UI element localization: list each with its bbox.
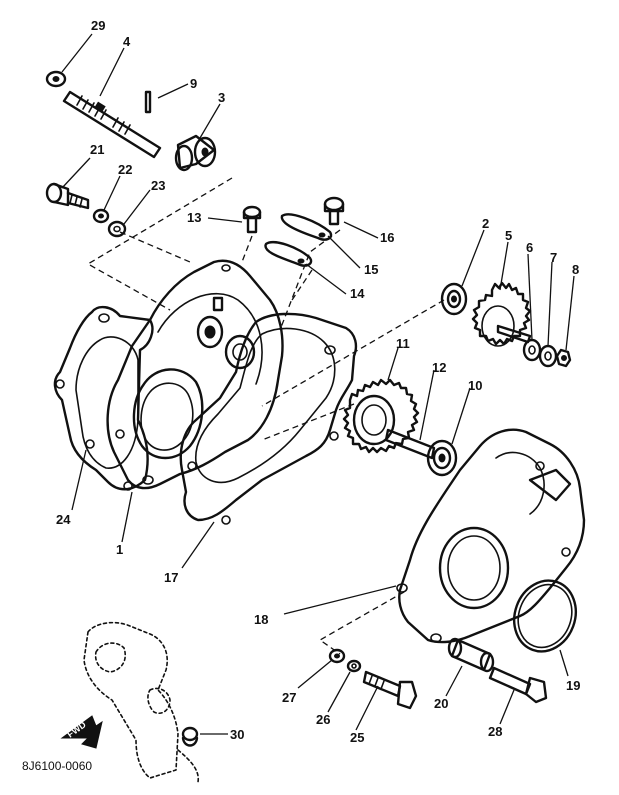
washer-22 bbox=[92, 208, 110, 224]
bearing-2 bbox=[440, 282, 468, 316]
callout-18: 18 bbox=[254, 612, 268, 627]
callout-17: 17 bbox=[164, 570, 178, 585]
bearing-10 bbox=[426, 439, 458, 477]
callout-25: 25 bbox=[350, 730, 364, 745]
engine-outline bbox=[83, 621, 200, 783]
bolt-28 bbox=[488, 666, 548, 704]
o-ring-19 bbox=[513, 579, 577, 653]
callout-6: 6 bbox=[526, 240, 533, 255]
washer-6 bbox=[522, 338, 542, 362]
callout-16: 16 bbox=[380, 230, 394, 245]
collar-20 bbox=[447, 637, 495, 673]
washer-7 bbox=[538, 344, 558, 368]
gear-11 bbox=[342, 378, 420, 454]
callout-28: 28 bbox=[488, 724, 502, 739]
callout-15: 15 bbox=[364, 262, 378, 277]
washer-27 bbox=[328, 648, 346, 664]
callout-29: 29 bbox=[91, 18, 105, 33]
plate-14 bbox=[264, 241, 313, 267]
callout-7: 7 bbox=[550, 250, 557, 265]
bolt-25 bbox=[362, 670, 418, 710]
callout-2: 2 bbox=[482, 216, 489, 231]
callout-9: 9 bbox=[190, 76, 197, 91]
collar-3 bbox=[174, 134, 217, 172]
gear-5 bbox=[471, 281, 532, 347]
nut-8 bbox=[555, 348, 572, 368]
drawing-code: 8J6100-0060 bbox=[22, 759, 92, 773]
gasket-17 bbox=[179, 312, 358, 525]
callout-27: 27 bbox=[282, 690, 296, 705]
callout-19: 19 bbox=[566, 678, 580, 693]
callout-1: 1 bbox=[116, 542, 123, 557]
callout-5: 5 bbox=[505, 228, 512, 243]
callout-3: 3 bbox=[218, 90, 225, 105]
pin-9 bbox=[144, 90, 152, 114]
callout-20: 20 bbox=[434, 696, 448, 711]
callout-13: 13 bbox=[187, 210, 201, 225]
screw-21 bbox=[45, 182, 90, 210]
callout-23: 23 bbox=[151, 178, 165, 193]
bolt-13 bbox=[242, 205, 262, 234]
leader-lines bbox=[61, 33, 575, 735]
washer-26 bbox=[346, 659, 362, 673]
bolt-16 bbox=[323, 196, 345, 226]
callout-4: 4 bbox=[123, 34, 131, 49]
washer-23 bbox=[107, 220, 127, 238]
plate-15 bbox=[280, 213, 333, 241]
callout-21: 21 bbox=[90, 142, 104, 157]
gasket-24 bbox=[53, 305, 154, 491]
shaft-4 bbox=[62, 90, 162, 159]
relation-lines bbox=[86, 177, 445, 655]
callout-labels: 29 4 9 3 21 22 23 13 16 15 14 2 5 6 7 8 … bbox=[56, 18, 580, 745]
callout-24: 24 bbox=[56, 512, 71, 527]
callout-30: 30 bbox=[230, 727, 244, 742]
callout-11: 11 bbox=[396, 336, 410, 351]
grommet-30 bbox=[181, 726, 199, 747]
shaft-12 bbox=[384, 428, 436, 460]
callout-8: 8 bbox=[572, 262, 579, 277]
case-1 bbox=[106, 259, 284, 490]
cover-18 bbox=[396, 428, 586, 644]
callout-26: 26 bbox=[316, 712, 330, 727]
callout-14: 14 bbox=[350, 286, 365, 301]
washer-29 bbox=[45, 70, 67, 88]
fwd-arrow: FWD bbox=[60, 715, 103, 749]
callout-12: 12 bbox=[432, 360, 446, 375]
callout-22: 22 bbox=[118, 162, 132, 177]
callout-10: 10 bbox=[468, 378, 482, 393]
